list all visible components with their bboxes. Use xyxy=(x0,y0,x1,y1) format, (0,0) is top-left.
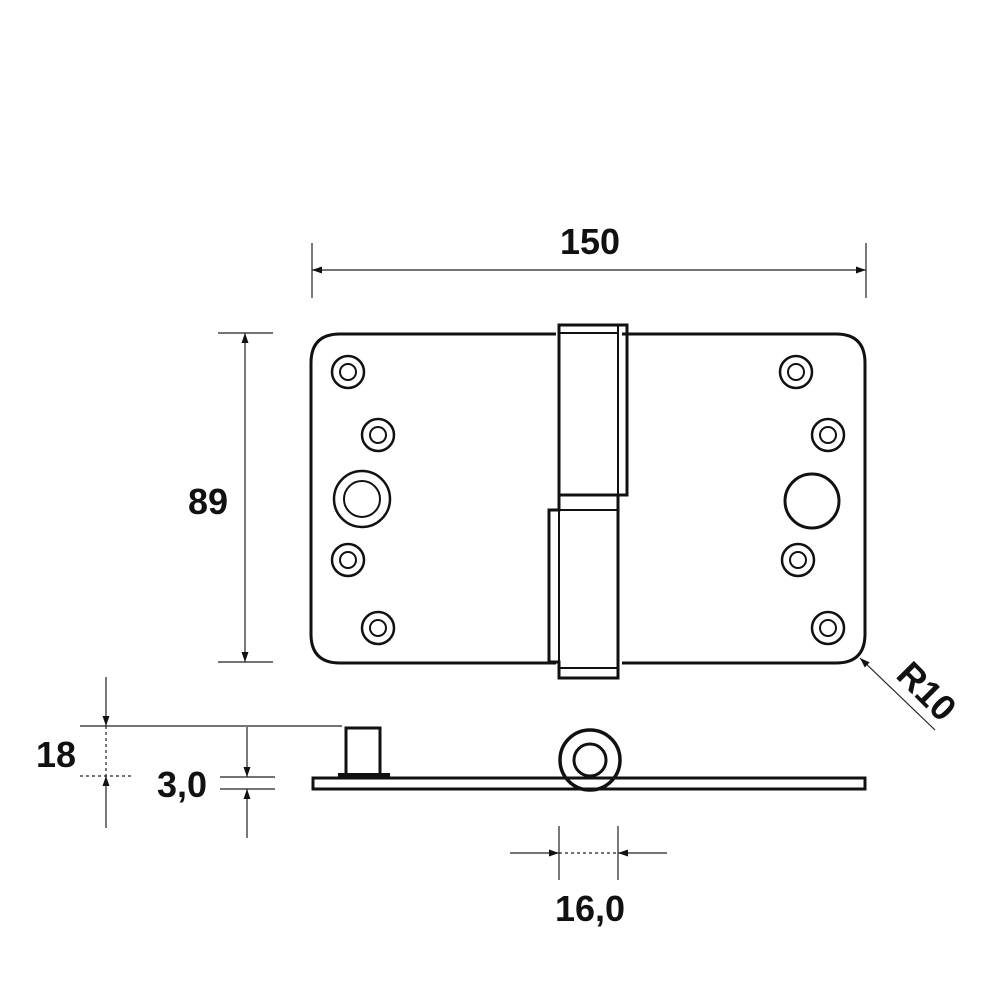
total-height-label: 18 xyxy=(36,734,76,775)
screw-hole xyxy=(780,542,816,578)
thickness-dimension: 3,0 xyxy=(157,727,275,838)
knuckle-outer xyxy=(558,728,622,792)
screw-hole xyxy=(330,542,366,578)
pin-hole-countersunk xyxy=(332,469,392,529)
height-label: 89 xyxy=(188,481,228,522)
screw-hole xyxy=(330,354,366,390)
left-screw-holes xyxy=(330,354,396,646)
pin-profile xyxy=(344,726,382,780)
width-dimension: 150 xyxy=(311,221,867,298)
right-screw-holes xyxy=(778,354,846,646)
hinge-side-view xyxy=(311,726,867,792)
radius-leader-line xyxy=(859,657,936,731)
hinge-front-view xyxy=(309,323,867,680)
lower-knuckle xyxy=(547,493,620,680)
knuckle-diameter-dimension: 16,0 xyxy=(510,826,667,929)
radius-label: R10 xyxy=(889,653,965,729)
pin-hole-plain xyxy=(783,472,841,530)
width-label: 150 xyxy=(560,221,620,262)
radius-callout: R10 xyxy=(859,653,965,731)
screw-hole xyxy=(810,610,846,646)
left-leaf-outline xyxy=(309,332,556,665)
leaf-profile xyxy=(311,776,867,791)
upper-knuckle xyxy=(557,323,629,497)
total-height-dimension: 18 xyxy=(36,677,342,828)
right-leaf-outline xyxy=(622,332,867,665)
screw-hole xyxy=(810,417,846,453)
screw-hole xyxy=(360,610,396,646)
screw-hole xyxy=(778,354,814,390)
pin-base xyxy=(338,773,390,779)
height-dimension: 89 xyxy=(188,332,273,663)
screw-hole xyxy=(360,417,396,453)
knuckle-diameter-label: 16,0 xyxy=(555,888,625,929)
thickness-label: 3,0 xyxy=(157,764,207,805)
knuckle-inner xyxy=(572,742,608,778)
